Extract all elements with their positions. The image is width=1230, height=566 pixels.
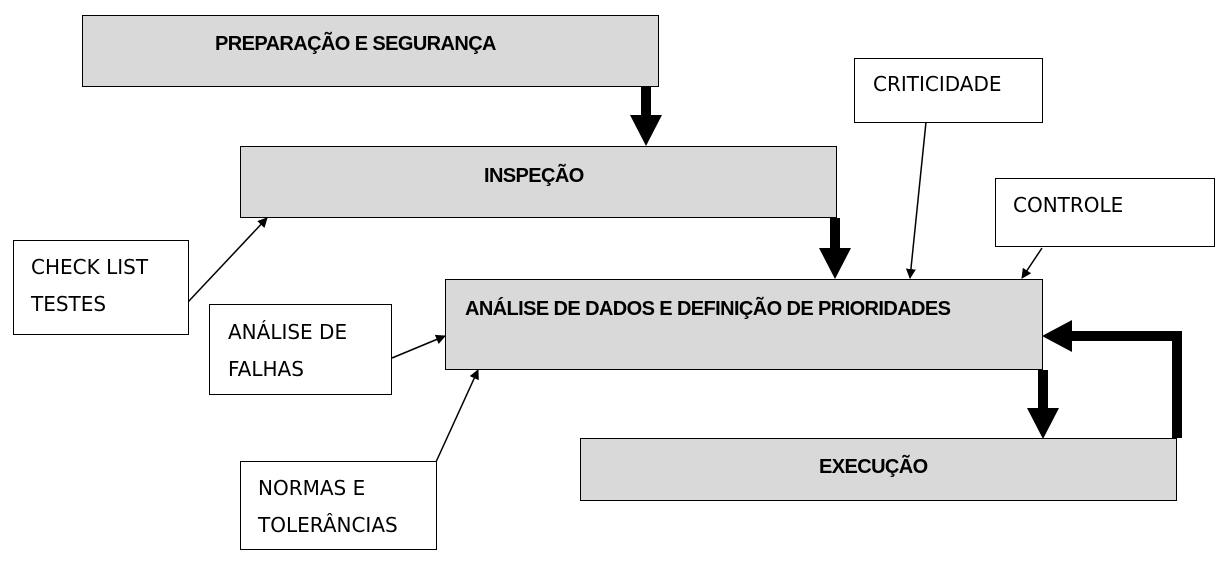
thick-arrow-inspecao-to-analise (819, 218, 851, 279)
process-label-execucao: EXECUÇÃO (819, 456, 928, 478)
note-line: ANÁLISE DE (228, 320, 348, 344)
note-line: CRITICIDADE (873, 72, 1002, 96)
note-box-controle: CONTROLE (995, 178, 1215, 247)
process-label-inspecao: INSPEÇÃO (484, 165, 584, 187)
note-line: NORMAS E (258, 476, 366, 500)
arrow-checklist-to-inspecao (187, 217, 268, 303)
thick-arrow-preparacao-to-inspecao (630, 87, 662, 146)
process-box-analise-dados: ANÁLISE DE DADOS E DEFINIÇÃO DE PRIORIDA… (445, 279, 1043, 370)
process-label-analise-dados: ANÁLISE DE DADOS E DEFINIÇÃO DE PRIORIDA… (465, 298, 951, 320)
note-box-check-list: CHECK LIST TESTES (13, 240, 189, 335)
note-box-criticidade: CRITICIDADE (854, 58, 1043, 123)
process-label-preparacao: PREPARAÇÃO E SEGURANÇA (215, 33, 497, 55)
note-line: CHECK LIST (31, 255, 149, 279)
process-box-inspecao: INSPEÇÃO (240, 146, 837, 218)
thick-arrow-analise-to-execucao (1027, 370, 1059, 439)
note-line: TESTES (31, 292, 107, 316)
arrow-criticidade-to-analise (905, 121, 927, 279)
note-box-normas: NORMAS E TOLERÂNCIAS (240, 461, 437, 550)
thick-arrow-execucao-to-analise (1042, 320, 1182, 438)
note-box-analise-falhas: ANÁLISE DE FALHAS (209, 304, 392, 395)
note-line: CONTROLE (1013, 193, 1124, 217)
arrow-controle-to-analise (1021, 247, 1043, 279)
note-line: TOLERÂNCIAS (258, 513, 398, 537)
process-box-execucao: EXECUÇÃO (580, 438, 1177, 501)
arrow-normas-to-analise (435, 369, 479, 463)
process-box-preparacao: PREPARAÇÃO E SEGURANÇA (82, 15, 659, 87)
arrow-falhas-to-analise (391, 334, 446, 359)
note-line: FALHAS (228, 357, 304, 381)
